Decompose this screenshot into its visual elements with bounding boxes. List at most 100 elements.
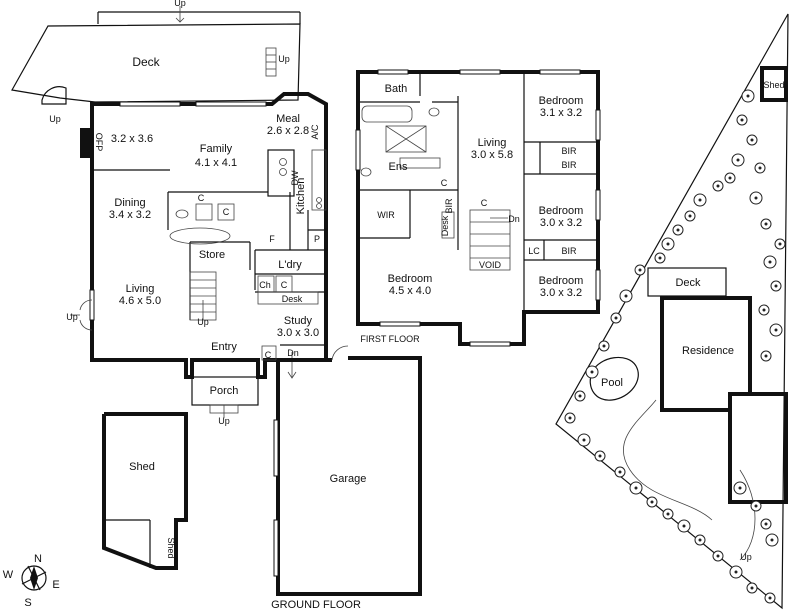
tree-center-dot [716,554,720,558]
bedroom2-label: Bedroom [539,205,584,217]
living-label: Living [126,283,155,295]
tree-center-dot [676,228,680,232]
living-size-label: 4.6 x 5.0 [119,295,161,307]
first-bir-label-4: BIR [561,246,577,256]
deck-side-up-label: Up [278,54,290,64]
tree-center-dot [736,158,740,162]
tree-center-dot [764,222,768,226]
tree-center-dot [624,294,628,298]
tree-center-dot [728,176,732,180]
tree-center-dot [768,596,772,600]
tree-center-dot [590,370,594,374]
cupboard-label-1: C [198,193,205,203]
tree-center-dot [774,328,778,332]
tree-center-dot [754,504,758,508]
store-label: Store [199,249,225,261]
compass-e: E [52,579,59,591]
first-living-size-label: 3.0 x 5.8 [471,149,513,161]
wir-label: WIR [377,210,395,220]
tree-center-dot [666,242,670,246]
desk-label: Desk [282,294,303,304]
tree-center-dot [598,454,602,458]
tree-center-dot [716,184,720,188]
compass-s: S [24,597,31,609]
chimney-label: Ch [259,280,271,290]
tree-center-dot [688,214,692,218]
tree-center-dot [582,438,586,442]
tree-center-dot [568,416,572,420]
meal-size-label: 2.6 x 2.8 [267,125,309,137]
bedroom1-size-label: 3.1 x 3.2 [540,107,582,119]
tree-center-dot [698,198,702,202]
tree-center-dot [774,284,778,288]
tree-center-dot [768,260,772,264]
tree-center-dot [764,354,768,358]
first-living-label: Living [478,137,507,149]
dw-label: DW [290,170,300,185]
site-trees [564,89,786,604]
site-deck-label: Deck [675,277,701,289]
family-label: Family [200,143,233,155]
tree-center-dot [618,470,622,474]
tree-center-dot [738,486,742,490]
study-size-label: 3.0 x 3.0 [277,327,319,339]
site-shed-label: Shed [763,80,784,90]
living-side-up-label: Up [66,312,78,322]
tree-center-dot [614,316,618,320]
bir-label-2: BIR [561,160,577,170]
study-c-label: C [281,280,288,290]
tree-center-dot [734,570,738,574]
first-floor-plan: Dn Bath Bedroom 3.1 x 3.2 Living 3.0 x 5… [355,69,601,347]
stairs-up-label: Up [197,317,209,327]
tree-center-dot [740,118,744,122]
tree-center-dot [602,344,606,348]
tree-center-dot [578,394,582,398]
first-desk-label: Desk [440,215,450,236]
tree-center-dot [658,256,662,260]
entry-label: Entry [211,341,237,353]
compass: N E S W [3,553,60,609]
porch-label: Porch [210,385,239,397]
first-down-label: Dn [508,214,520,224]
tree-center-dot [634,486,638,490]
tree-center-dot [750,138,754,142]
site-pool-label: Pool [601,377,623,389]
tree-center-dot [638,268,642,272]
site-plan: Shed Deck Residence Pool Up [555,13,789,610]
cupboard-label-2: C [223,207,230,217]
deck-up-label: Up [174,0,186,8]
tree-center-dot [682,524,686,528]
entry-c-label: C [265,350,272,360]
compass-n: N [34,553,42,565]
tree-center-dot [762,308,766,312]
laundry-label: L'dry [278,259,302,271]
tree-center-dot [758,166,762,170]
family-size-label: 4.1 x 4.1 [195,157,237,169]
tree-center-dot [746,94,750,98]
tree-center-dot [764,522,768,526]
site-pool [589,356,639,401]
family-dim-label: 3.2 x 3.6 [111,133,153,145]
deck-label: Deck [132,55,160,69]
ac-label: A/C [310,124,320,140]
ground-floor-plan: Up Up Deck Up OFP Up [11,0,422,611]
site-residence-label: Residence [682,345,734,357]
bir-label-1: BIR [561,146,577,156]
void-label: VOID [479,260,502,270]
ofp-label: OFP [94,133,104,152]
tree-center-dot [650,500,654,504]
garage-label: Garage [330,473,367,485]
site-up-label: Up [740,552,752,562]
site-shed [760,66,788,102]
first-floor-label: FIRST FLOOR [360,334,420,344]
master-bedroom-label: Bedroom [388,273,433,285]
study-label: Study [284,315,313,327]
tree-center-dot [754,196,758,200]
study-down-label: Dn [287,348,299,358]
master-bedroom-size-label: 4.5 x 4.0 [389,285,431,297]
ens-label: Ens [389,161,408,173]
small-shed-label: Shed [166,537,176,558]
pantry-label: P [314,234,320,244]
first-c-label-2: C [481,198,488,208]
